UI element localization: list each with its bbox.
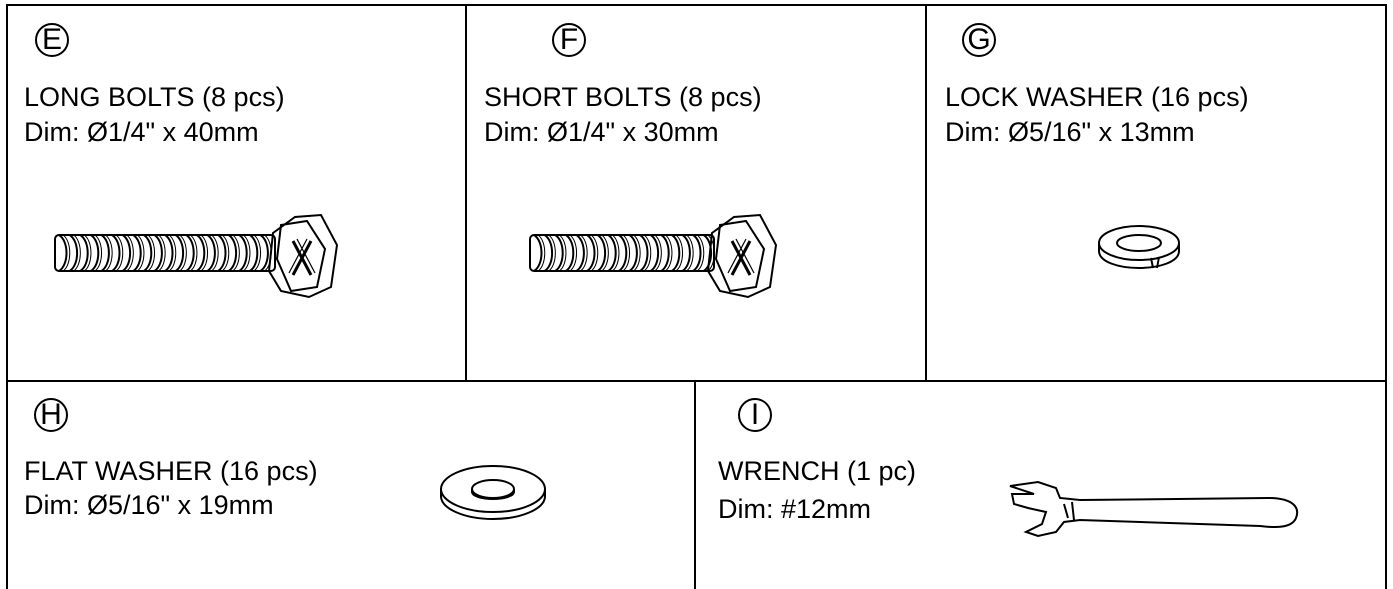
part-letter-h: H — [34, 398, 68, 432]
divider-h-i — [694, 380, 696, 589]
part-title-g: LOCK WASHER (16 pcs) — [945, 82, 1249, 112]
parts-table — [6, 4, 1387, 589]
divider-row — [6, 380, 1387, 382]
part-title-h: FLAT WASHER (16 pcs) — [24, 456, 318, 486]
part-dim-f: Dim: Ø1/4" x 30mm — [484, 117, 719, 147]
part-title-e: LONG BOLTS (8 pcs) — [24, 82, 285, 112]
divider-e-f — [465, 4, 467, 382]
part-title-f: SHORT BOLTS (8 pcs) — [484, 82, 762, 112]
long-bolt-icon — [54, 213, 339, 299]
part-letter-e: E — [35, 23, 69, 57]
part-title-i: WRENCH (1 pc) — [718, 456, 917, 486]
part-dim-h: Dim: Ø5/16" x 19mm — [24, 490, 274, 520]
part-letter-g: G — [962, 23, 996, 57]
part-dim-e: Dim: Ø1/4" x 40mm — [24, 117, 259, 147]
part-letter-f: F — [552, 23, 586, 57]
part-dim-g: Dim: Ø5/16" x 13mm — [945, 117, 1195, 147]
wrench-icon — [1009, 480, 1299, 538]
flat-washer-icon — [440, 465, 546, 521]
part-letter-i: I — [738, 398, 772, 432]
lock-washer-icon — [1098, 225, 1180, 270]
part-dim-i: Dim: #12mm — [718, 494, 872, 524]
divider-f-g — [925, 4, 927, 382]
short-bolt-icon — [529, 213, 778, 299]
